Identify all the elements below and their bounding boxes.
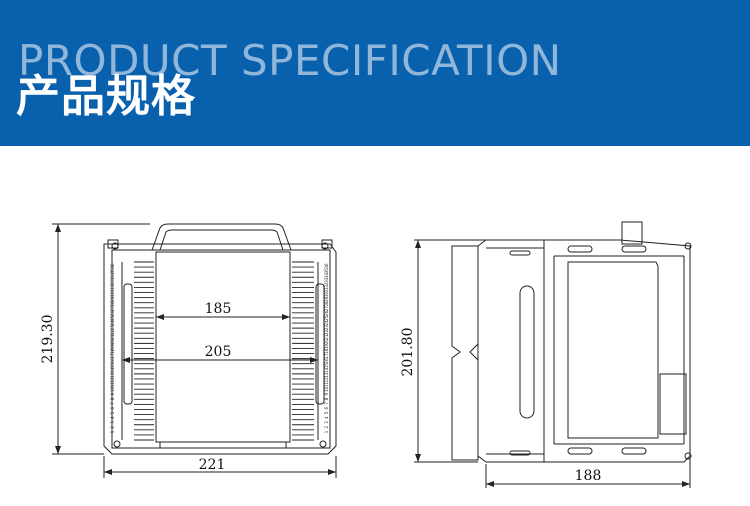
side-front-cover: [451, 245, 479, 461]
scale-number: 17: [110, 353, 115, 359]
scale-number: 19: [324, 344, 329, 350]
scale-number: 3: [110, 421, 115, 424]
scale-number: 15: [110, 363, 115, 369]
scale-number: 8: [324, 397, 329, 400]
scale-number: 8: [110, 397, 115, 400]
scale-number: 24: [110, 320, 115, 326]
scale-number: 15: [324, 363, 329, 369]
left-scale-numbers: 3635343332313029282726252423222120191817…: [110, 263, 115, 433]
side-body-outline: [477, 239, 691, 463]
front-drawer: [155, 251, 291, 443]
scale-number: 20: [110, 339, 115, 345]
scale-number: 32: [324, 282, 329, 288]
side-label-plate: [659, 373, 687, 435]
front-handle: [151, 223, 292, 251]
scale-number: 7: [110, 402, 115, 405]
side-knob: [621, 221, 643, 245]
front-view: [52, 223, 337, 478]
scale-number: 28: [110, 301, 115, 307]
scale-number: 22: [110, 329, 115, 335]
scale-number: 16: [110, 358, 115, 364]
scale-number: 32: [110, 282, 115, 288]
scale-number: 31: [110, 287, 115, 293]
scale-number: 25: [110, 315, 115, 321]
scale-number: 30: [324, 291, 329, 297]
scale-number: 27: [110, 306, 115, 312]
scale-number: 10: [324, 386, 329, 392]
scale-number: 11: [324, 382, 329, 388]
scale-number: 23: [110, 325, 115, 331]
scale-number: 14: [110, 367, 115, 373]
scale-number: 4: [324, 416, 329, 419]
dim-label-221: 221: [199, 457, 226, 473]
header-banner: PRODUCT SPECIFICATION 产品规格: [0, 0, 750, 146]
scale-number: 2: [110, 426, 115, 429]
scale-number: 30: [110, 291, 115, 297]
scale-number: 35: [110, 268, 115, 274]
scale-number: 35: [324, 268, 329, 274]
scale-number: 1: [110, 430, 115, 433]
scale-number: 13: [110, 372, 115, 378]
scale-number: 23: [324, 325, 329, 331]
scale-number: 17: [324, 353, 329, 359]
dim-label-219: 219.30: [40, 315, 56, 364]
dim-label-201: 201.80: [400, 328, 416, 377]
scale-number: 19: [110, 344, 115, 350]
scale-number: 33: [324, 277, 329, 283]
scale-number: 12: [324, 377, 329, 383]
scale-number: 14: [324, 367, 329, 373]
scale-number: 31: [324, 287, 329, 293]
scale-number: 29: [324, 296, 329, 302]
dim-label-205: 205: [205, 344, 232, 360]
scale-number: 5: [110, 411, 115, 414]
scale-number: 16: [324, 358, 329, 364]
left-port-teeth: [134, 261, 154, 441]
scale-number: 10: [110, 386, 115, 392]
scale-number: 18: [110, 348, 115, 354]
scale-number: 11: [110, 382, 115, 388]
scale-number: 26: [110, 310, 115, 316]
scale-number: 33: [110, 277, 115, 283]
side-window: [567, 261, 659, 439]
scale-number: 2: [324, 426, 329, 429]
scale-number: 24: [324, 320, 329, 326]
scale-number: 9: [324, 392, 329, 395]
scale-number: 22: [324, 329, 329, 335]
scale-number: 26: [324, 310, 329, 316]
scale-number: 27: [324, 306, 329, 312]
scale-number: 34: [324, 272, 329, 278]
right-port-teeth: [292, 261, 314, 441]
scale-number: 34: [110, 272, 115, 278]
right-scale-numbers: 3635343332313029282726252423222120191817…: [324, 263, 329, 433]
dim-label-185: 185: [205, 301, 232, 317]
scale-number: 7: [324, 402, 329, 405]
scale-number: 1: [324, 430, 329, 433]
scale-number: 12: [110, 377, 115, 383]
scale-number: 36: [324, 263, 329, 269]
scale-number: 4: [110, 416, 115, 419]
scale-number: 13: [324, 372, 329, 378]
front-body-outline: [103, 243, 337, 455]
scale-number: 29: [110, 296, 115, 302]
scale-number: 18: [324, 348, 329, 354]
scale-number: 21: [110, 334, 115, 340]
title-chinese: 产品规格: [16, 71, 196, 122]
technical-drawing: 3635343332313029282726252423222120191817…: [40, 221, 692, 488]
scale-number: 21: [324, 334, 329, 340]
scale-number: 6: [110, 407, 115, 410]
scale-number: 5: [324, 411, 329, 414]
side-slot: [519, 285, 535, 419]
scale-number: 28: [324, 301, 329, 307]
scale-number: 3: [324, 421, 329, 424]
dim-label-188: 188: [575, 468, 602, 484]
scale-number: 20: [324, 339, 329, 345]
scale-number: 9: [110, 392, 115, 395]
title-english: PRODUCT SPECIFICATION: [18, 36, 562, 85]
scale-number: 36: [110, 263, 115, 269]
side-view: [414, 221, 692, 488]
scale-number: 6: [324, 407, 329, 410]
scale-number: 25: [324, 315, 329, 321]
